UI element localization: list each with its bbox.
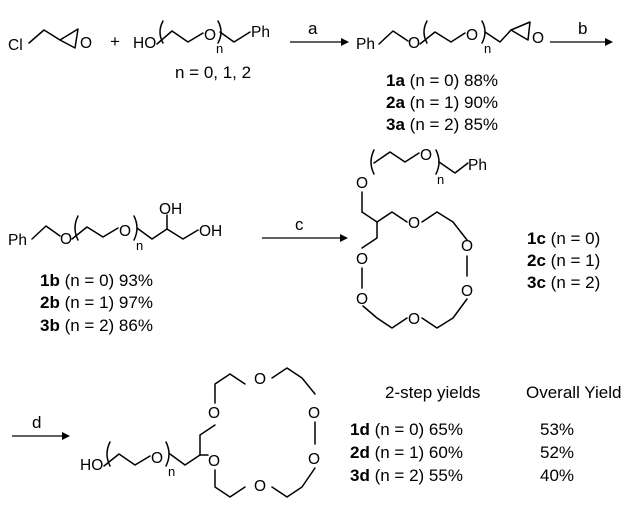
atom-o: O [119,223,131,240]
arrow-d: d [12,413,70,440]
crown-ether-c: O n Ph O O O O O O O [356,147,487,329]
compound-3c: 3c [527,273,546,292]
atom-oh: OH [199,223,222,240]
compound-1b: 1b [40,271,60,290]
atom-o: O [408,215,420,232]
atom-o: O [254,371,266,388]
svg-text:3d (n = 2) 55%: 3d (n = 2) 55% [350,466,463,485]
compound-1a: 1a [386,71,405,90]
plus-sign: + [110,32,120,51]
step-c-label: c [295,215,304,234]
arrow-b: b [550,19,613,46]
svg-text:1c (n = 0): 1c (n = 0) [527,229,600,248]
atom-o: O [420,147,432,164]
subscript-n: n [484,41,491,56]
compound-1c: 1c [527,229,546,248]
crown-ether-d: HO O n O O O O O O [80,367,320,498]
compound-2d: 2d [350,443,370,462]
subscript-n: n [136,238,143,253]
yields-a: 1a (n = 0) 88% 2a (n = 1) 90% 3a (n = 2)… [386,71,498,134]
diol-b: Ph O O n OH OH [8,201,222,253]
compound-2c: 2c [527,251,546,270]
svg-text:2d (n = 1) 60%: 2d (n = 1) 60% [350,443,463,462]
step-b-label: b [578,19,587,38]
atom-o: O [461,283,473,300]
compound-3a: 3a [386,115,405,134]
atom-o: O [151,450,163,467]
compound-3b: 3b [40,316,60,335]
atom-ho: HO [80,457,103,474]
overall-3d: 40% [540,466,574,485]
atom-o: O [254,478,266,495]
atom-o: O [208,405,220,422]
glycidyl-ether-a: Ph O O n O [356,20,544,56]
yields-table: 2-step yields Overall Yield 1d (n = 0) 6… [350,383,621,485]
atom-o: O [356,175,368,192]
atom-ph: Ph [468,157,487,174]
compound-2a: 2a [386,93,405,112]
compounds-c: 1c (n = 0) 2c (n = 1) 3c (n = 2) [527,229,600,292]
atom-ho: HO [133,35,156,52]
header-overall: Overall Yield [526,383,621,402]
compound-2b: 2b [40,293,60,312]
svg-text:1b (n = 0) 93%: 1b (n = 0) 93% [40,271,153,290]
atom-ph: Ph [251,24,270,41]
svg-text:1a (n = 0) 88%: 1a (n = 0) 88% [386,71,498,90]
epichlorohydrin: Cl O [8,28,92,54]
svg-text:3a (n = 2) 85%: 3a (n = 2) 85% [386,115,498,134]
subscript-n: n [437,172,444,187]
arrow-c: c [262,215,348,242]
arrow-a: a [290,19,349,46]
svg-text:3c (n = 2): 3c (n = 2) [527,273,600,292]
atom-o: O [356,291,368,308]
overall-2d: 52% [540,443,574,462]
step-a-label: a [308,19,318,38]
compound-3d: 3d [350,466,370,485]
yields-b: 1b (n = 0) 93% 2b (n = 1) 97% 3b (n = 2)… [40,271,153,335]
atom-o: O [308,451,320,468]
atom-o: O [466,27,478,44]
subscript-n: n [168,464,175,479]
atom-o: O [308,405,320,422]
svg-text:2b (n = 1) 97%: 2b (n = 1) 97% [40,293,153,312]
atom-o: O [408,35,420,52]
svg-text:1d (n = 0) 65%: 1d (n = 0) 65% [350,420,463,439]
atom-o: O [60,231,72,248]
atom-o: O [208,453,220,470]
svg-text:3b (n = 2) 86%: 3b (n = 2) 86% [40,316,153,335]
atom-o: O [461,238,473,255]
oligoethylene-glycol-benzyl-ether: HO O n Ph n = 0, 1, 2 [133,20,270,82]
atom-o: O [532,30,544,47]
atom-ph: Ph [8,232,27,249]
overall-1d: 53% [540,420,574,439]
atom-o: O [204,27,216,44]
atom-oh: OH [159,201,182,218]
atom-ph: Ph [356,36,375,53]
atom-o: O [408,311,420,328]
svg-text:2a (n = 1) 90%: 2a (n = 1) 90% [386,93,498,112]
atom-o: O [80,35,92,52]
svg-text:2c (n = 1): 2c (n = 1) [527,251,600,270]
subscript-n: n [216,41,223,56]
header-two-step: 2-step yields [385,383,480,402]
n-values: n = 0, 1, 2 [175,63,251,82]
atom-o: O [356,251,368,268]
atom-cl: Cl [8,37,23,54]
step-d-label: d [32,413,41,432]
compound-1d: 1d [350,420,370,439]
